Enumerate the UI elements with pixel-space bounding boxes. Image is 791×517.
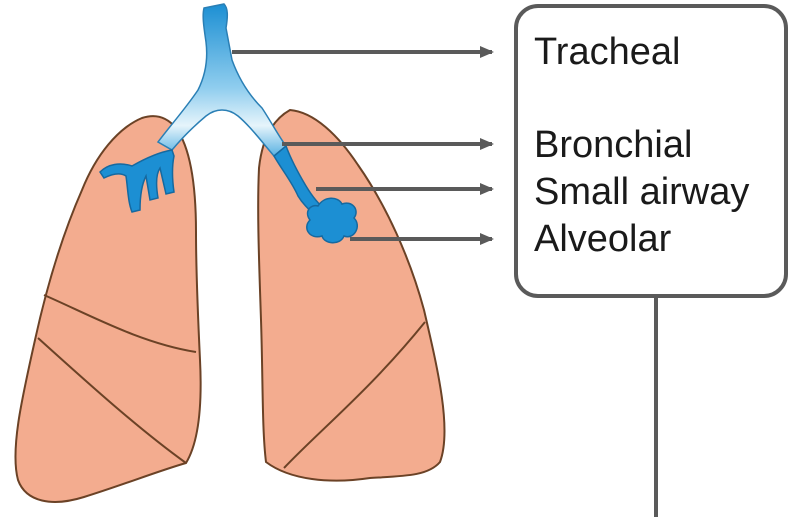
label-tracheal: Tracheal <box>534 31 680 73</box>
label-alveolar: Alveolar <box>534 218 672 260</box>
label-small-airway: Small airway <box>534 171 749 213</box>
trachea <box>158 4 286 156</box>
label-bronchial: Bronchial <box>534 124 692 166</box>
alveolar-cluster <box>307 198 357 243</box>
label-box: Tracheal Bronchial Small airway Alveolar <box>516 6 786 296</box>
